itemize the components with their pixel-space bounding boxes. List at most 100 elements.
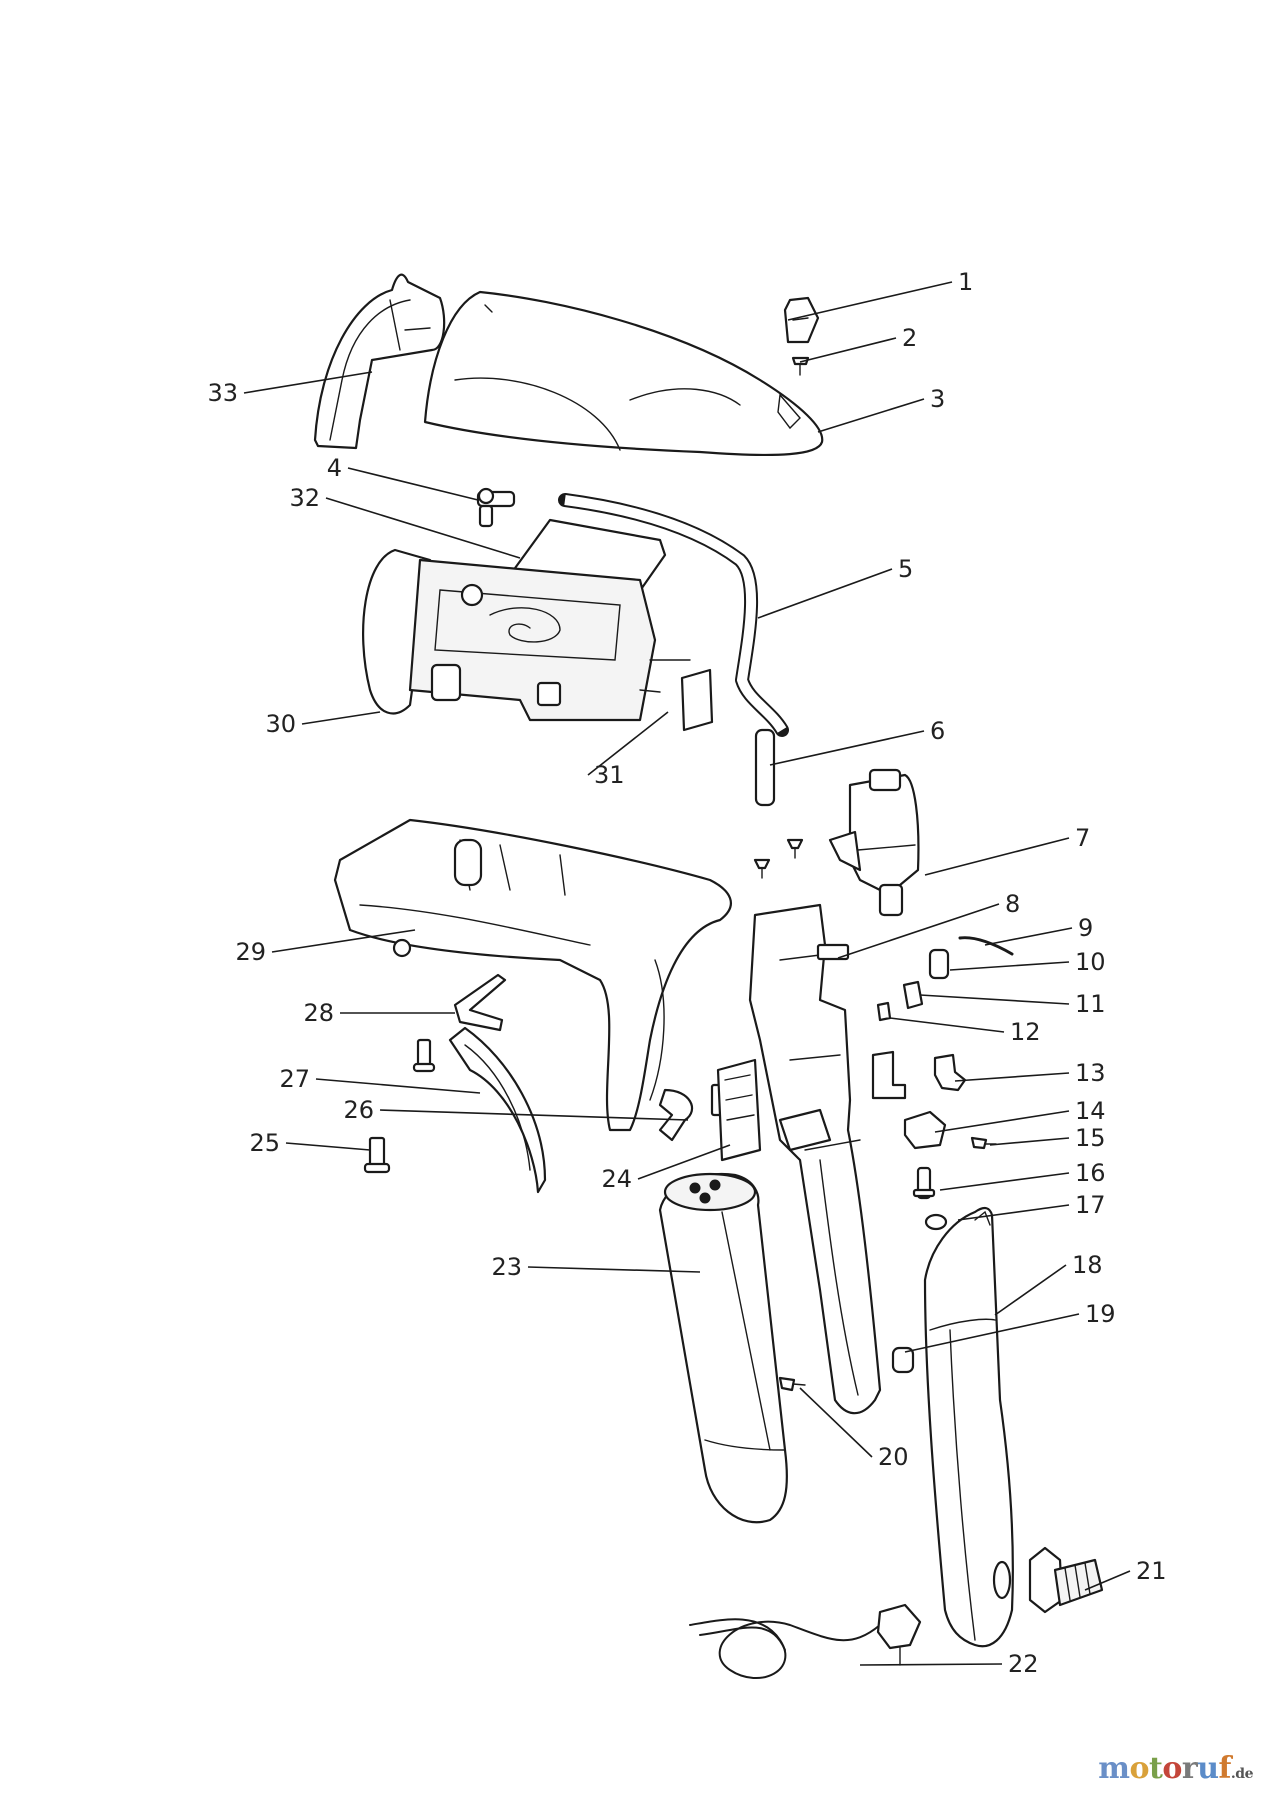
callout-label-17: 17 <box>1075 1191 1106 1219</box>
leader-line-27 <box>315 1078 481 1094</box>
watermark-letter: r <box>1181 1751 1198 1786</box>
leader-line-6 <box>769 730 925 766</box>
leader-line-5 <box>757 568 893 619</box>
part-02-screw <box>791 356 810 376</box>
callout-label-13: 13 <box>1075 1059 1106 1087</box>
part-06-tube <box>754 728 776 807</box>
part-25-screw <box>363 1136 391 1174</box>
part-21-cord-guard <box>1028 1546 1104 1614</box>
callout-label-3: 3 <box>930 385 945 413</box>
part-13-elbow <box>871 1050 967 1100</box>
part-33-cap <box>313 273 446 450</box>
callout-label-8: 8 <box>1005 890 1020 918</box>
callout-label-28: 28 <box>303 999 334 1027</box>
part-04-valve <box>476 487 516 528</box>
leader-line-3 <box>817 398 925 433</box>
leader-line-32 <box>325 497 521 559</box>
callout-label-7: 7 <box>1075 824 1090 852</box>
callout-label-5: 5 <box>898 555 913 583</box>
callout-label-14: 14 <box>1075 1097 1106 1125</box>
leader-line-2 <box>799 337 897 363</box>
part-19-button <box>891 1346 915 1374</box>
part-30-boiler-assembly <box>362 548 691 722</box>
leader-line-30 <box>301 711 381 725</box>
callout-label-1: 1 <box>958 268 973 296</box>
part-08-chassis <box>748 903 882 1415</box>
callout-label-9: 9 <box>1078 914 1093 942</box>
leader-line-23 <box>527 1266 701 1273</box>
leader-line-24 <box>637 1144 731 1180</box>
part-18-handle-shell <box>923 1206 1014 1648</box>
part-22-power-cord <box>689 1603 922 1680</box>
leader-line-14 <box>934 1110 1070 1133</box>
callout-label-33: 33 <box>207 379 238 407</box>
leader-line-31 <box>587 711 669 776</box>
part-14-connector <box>903 1110 947 1150</box>
leader-line-11 <box>919 994 1070 1005</box>
watermark-letter: t <box>1149 1751 1163 1786</box>
part-screw-extra <box>412 1038 436 1073</box>
leader-line-20 <box>799 1387 873 1458</box>
callout-label-31: 31 <box>594 761 625 789</box>
callout-label-23: 23 <box>491 1253 522 1281</box>
watermark-letter: m <box>1098 1751 1130 1786</box>
watermark-letter: u <box>1197 1751 1219 1786</box>
callout-label-21: 21 <box>1136 1557 1167 1585</box>
leader-line-13 <box>954 1072 1070 1082</box>
callout-label-26: 26 <box>343 1096 374 1124</box>
callout-label-10: 10 <box>1075 948 1106 976</box>
leader-line-17 <box>957 1204 1070 1221</box>
callout-leaders <box>243 281 1131 1666</box>
leader-line-29 <box>271 929 416 953</box>
callout-labels: 1234567891011121314151617181920212223242… <box>207 268 1166 1678</box>
callout-label-19: 19 <box>1085 1300 1116 1328</box>
part-10-sleeve <box>928 948 950 980</box>
leader-line-16 <box>939 1172 1070 1191</box>
part-12-clip <box>876 1001 892 1022</box>
leader-line-18 <box>994 1264 1067 1316</box>
part-05-hose <box>558 493 789 737</box>
callout-label-6: 6 <box>930 717 945 745</box>
leader-line-7 <box>924 837 1070 876</box>
part-20-screw <box>778 1376 806 1392</box>
callout-label-29: 29 <box>235 938 266 966</box>
watermark-letter: o <box>1162 1751 1182 1786</box>
part-16-nozzle <box>912 1166 936 1200</box>
watermark-letter: f <box>1218 1751 1232 1786</box>
leader-line-4 <box>347 467 479 501</box>
part-17-oring <box>924 1213 948 1231</box>
callout-label-15: 15 <box>1075 1124 1106 1152</box>
callout-label-16: 16 <box>1075 1159 1106 1187</box>
part-07-pump <box>828 768 920 917</box>
part-11-pad <box>902 980 924 1010</box>
leader-line-19 <box>904 1313 1080 1353</box>
watermark-suffix: .de <box>1230 1766 1254 1782</box>
leader-line-25 <box>285 1142 371 1151</box>
callout-label-32: 32 <box>289 484 320 512</box>
leader-line-9 <box>984 927 1073 946</box>
leader-line-15 <box>989 1137 1070 1146</box>
leader-line-1 <box>787 281 953 321</box>
callout-label-25: 25 <box>249 1129 280 1157</box>
part-29-body-shell <box>333 818 732 1132</box>
part-27-trigger <box>448 1026 547 1194</box>
callout-label-18: 18 <box>1072 1251 1103 1279</box>
callout-label-30: 30 <box>265 710 296 738</box>
brand-watermark: motoruf.de <box>1098 1751 1253 1786</box>
leader-line-33 <box>243 371 373 394</box>
callout-label-20: 20 <box>878 1443 909 1471</box>
leader-line-10 <box>949 961 1070 971</box>
leader-line-8 <box>837 903 1000 959</box>
part-28-spring <box>453 973 507 1032</box>
callout-label-11: 11 <box>1075 990 1106 1018</box>
leader-line-21 <box>1084 1570 1131 1591</box>
leader-line-22 <box>859 1663 1003 1666</box>
part-09-wire <box>958 936 1014 956</box>
part-31-pad <box>680 668 714 732</box>
part-03-top-cover <box>423 290 824 457</box>
watermark-letter: o <box>1129 1751 1150 1786</box>
callout-label-4: 4 <box>327 454 342 482</box>
callout-label-22: 22 <box>1008 1650 1039 1678</box>
